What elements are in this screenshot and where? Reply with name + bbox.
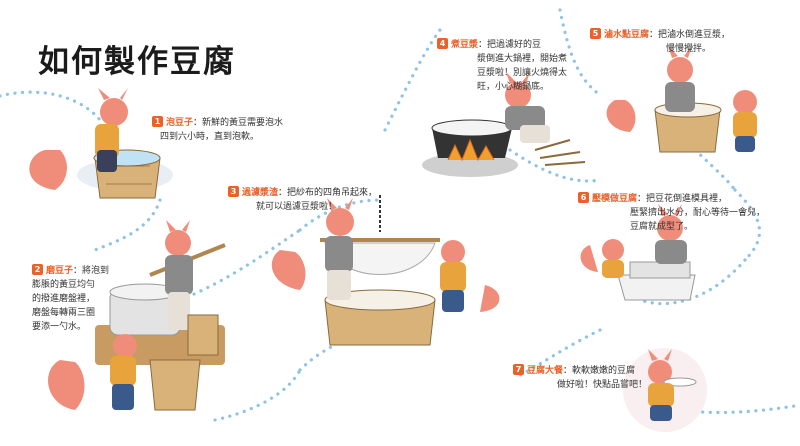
step-2-line-2: 膨脹的黃豆均勻 [32,280,96,290]
step-5-line-1: 把滷水倒進豆漿， [658,30,731,40]
step-4-line-4: 旺，小心糊鍋底。 [477,82,550,92]
step-4-badge: 4 [437,38,448,49]
step-6-badge: 6 [578,192,589,203]
fox-filtering-pulp-illustration [271,195,500,346]
fox-boiling-soymilk-illustration [422,72,586,177]
step-7-line-1: 軟軟嫩嫩的豆腐 [572,366,636,376]
step-2-line-1: 將泡到 [82,266,110,276]
fox-pressing-tofu-illustration [580,204,696,301]
step-1-badge: 1 [152,116,163,127]
step-4-name: 煮豆漿 [451,40,479,50]
step-4-colon: ： [478,40,488,50]
step-6-line-3: 豆腐就成型了。 [630,222,694,232]
step-3-badge: 3 [228,186,239,197]
step-2-line-4: 磨盤每轉兩三圈 [32,308,96,318]
step-7-badge: 7 [513,364,524,375]
step-2-line-3: 的撥進磨盤裡， [32,294,96,304]
step-1-line-2: 四到六小時，直到泡軟。 [160,132,260,142]
step-4-line-1: 把過濾好的豆 [487,40,542,50]
step-2-colon: ： [73,266,83,276]
step-3-line-1: 把紗布的四角吊起來， [287,188,378,198]
step-4-line-2: 漿倒進大鍋裡，開始煮 [477,54,568,64]
step-5-line-2: 慢慢攪拌。 [666,44,712,54]
step-2-badge: 2 [32,264,43,275]
step-6-line-2: 壓緊擠出水分，耐心等待一會兒， [630,208,766,218]
step-3-colon: ： [278,188,288,198]
fox-adding-brine-illustration [606,46,757,153]
step-6-name: 壓模做豆腐 [592,194,638,204]
step-1-colon: ： [193,118,203,128]
step-4-line-3: 豆漿啦！別讓火燒得太 [477,68,568,78]
step-5-name: 滷水點豆腐 [604,30,650,40]
step-2-line-5: 要添一勺水。 [32,322,87,332]
page-title: 如何製作豆腐 [38,44,236,80]
step-1-name: 泡豆子 [166,118,194,128]
fox-soaking-beans-illustration [29,88,173,199]
step-7-line-2: 做好啦！快點品嘗吧！ [557,380,648,390]
fox-tofu-meal-illustration [623,348,707,432]
fox-grinding-beans-illustration [48,220,226,411]
step-1-line-1: 新鮮的黃豆需要泡水 [202,118,284,128]
step-6-line-1: 把豆花倒進模具裡， [646,194,728,204]
dotted-path [0,8,800,422]
step-5-badge: 5 [590,28,601,39]
step-3-line-2: 就可以過濾豆漿啦！ [256,202,338,212]
step-7-name: 豆腐大餐 [527,366,564,376]
step-2-name: 磨豆子 [46,266,74,276]
step-3-name: 過濾漿渣 [242,188,279,198]
step-6-colon: ： [637,194,647,204]
step-7-colon: ： [563,366,573,376]
step-5-colon: ： [649,30,659,40]
